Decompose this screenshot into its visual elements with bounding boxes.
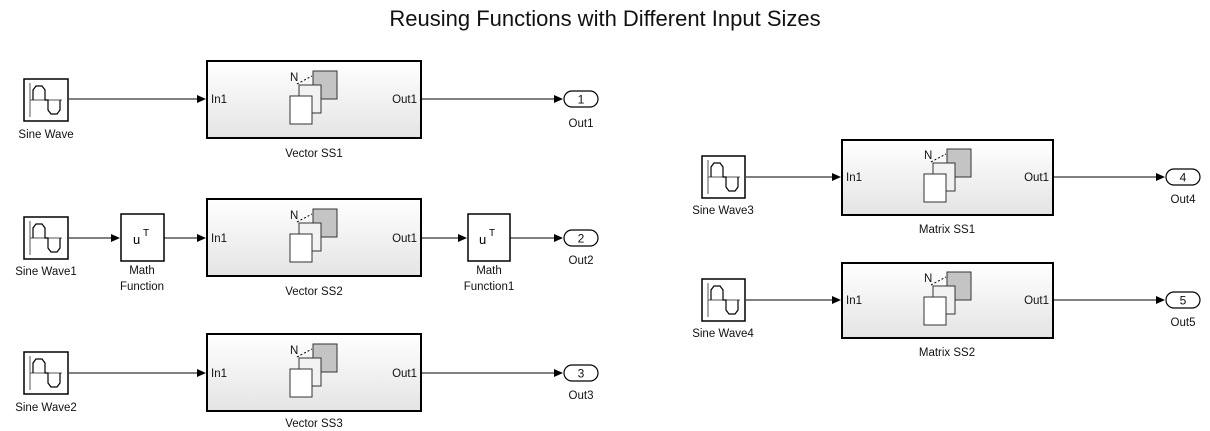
iterator-label: N bbox=[924, 273, 932, 285]
outport-block[interactable]: 4 bbox=[1165, 168, 1201, 186]
signal-line[interactable] bbox=[164, 234, 206, 242]
math-function-label: Math bbox=[129, 265, 155, 277]
sine-wave-icon bbox=[707, 160, 740, 194]
subsystem-block[interactable]: In1 Out1 N bbox=[206, 333, 422, 412]
math-symbol: u bbox=[479, 232, 486, 247]
signal-line[interactable] bbox=[422, 369, 563, 377]
outport-label: Out3 bbox=[569, 390, 594, 402]
inport-label: In1 bbox=[846, 172, 862, 184]
outport-label: Out1 bbox=[392, 368, 417, 380]
outport-number: 3 bbox=[578, 367, 585, 381]
outport-label: Out4 bbox=[1171, 194, 1197, 206]
subsystem-label: Matrix SS1 bbox=[919, 224, 975, 236]
sine-wave-icon bbox=[29, 221, 62, 255]
signal-line[interactable] bbox=[69, 369, 206, 377]
inport-label: In1 bbox=[211, 94, 227, 106]
for-each-icon: N bbox=[923, 271, 972, 326]
inport-label: In1 bbox=[211, 368, 227, 380]
sine-wave-icon bbox=[707, 283, 740, 317]
sine-wave-block[interactable] bbox=[701, 155, 746, 199]
source-label: Sine Wave1 bbox=[15, 266, 77, 278]
source-label: Sine Wave3 bbox=[692, 205, 754, 217]
outport-number: 2 bbox=[578, 232, 585, 246]
math-function-label: Function bbox=[120, 281, 164, 293]
sine-wave-block[interactable] bbox=[23, 78, 69, 122]
iterator-label: N bbox=[924, 150, 932, 162]
outport-number: 1 bbox=[578, 93, 585, 107]
iterator-label: N bbox=[290, 345, 298, 357]
sine-wave-icon bbox=[29, 83, 62, 117]
sine-wave-block[interactable] bbox=[23, 351, 69, 395]
subsystem-block[interactable]: In1 Out1 N bbox=[841, 139, 1054, 216]
signal-line[interactable] bbox=[746, 296, 841, 304]
for-each-icon: N bbox=[289, 208, 338, 263]
math-symbol: u bbox=[133, 232, 140, 247]
outport-block[interactable]: 5 bbox=[1165, 291, 1201, 309]
sine-wave-icon bbox=[29, 356, 62, 390]
signal-line[interactable] bbox=[69, 95, 206, 103]
source-label: Sine Wave bbox=[18, 129, 73, 141]
outport-number: 4 bbox=[1180, 171, 1187, 185]
outport-label: Out1 bbox=[1024, 172, 1049, 184]
subsystem-block[interactable]: In1 Out1 N bbox=[841, 262, 1054, 339]
outport-block[interactable]: 2 bbox=[563, 229, 599, 247]
signal-line[interactable] bbox=[422, 234, 467, 242]
signal-line[interactable] bbox=[746, 173, 841, 181]
inport-label: In1 bbox=[846, 295, 862, 307]
for-each-icon: N bbox=[289, 70, 338, 125]
signal-line[interactable] bbox=[1054, 296, 1165, 304]
math-function-label: Math bbox=[476, 265, 502, 277]
subsystem-label: Matrix SS2 bbox=[919, 347, 975, 359]
math-function-block[interactable]: u T bbox=[467, 213, 511, 262]
signal-line[interactable] bbox=[1054, 173, 1165, 181]
source-label: Sine Wave4 bbox=[692, 328, 754, 340]
outport-number: 5 bbox=[1180, 294, 1187, 308]
outport-label: Out1 bbox=[1024, 295, 1049, 307]
subsystem-block[interactable]: In1 Out1 N bbox=[206, 60, 422, 139]
math-superscript: T bbox=[489, 228, 495, 239]
signal-line[interactable] bbox=[510, 234, 563, 242]
inport-label: In1 bbox=[211, 233, 227, 245]
math-function-label: Function1 bbox=[464, 281, 515, 293]
outport-label: Out1 bbox=[569, 118, 594, 130]
subsystem-label: Vector SS2 bbox=[285, 286, 343, 298]
math-superscript: T bbox=[143, 228, 149, 239]
outport-label: Out5 bbox=[1171, 317, 1196, 329]
iterator-label: N bbox=[290, 210, 298, 222]
outport-label: Out2 bbox=[569, 255, 594, 267]
outport-block[interactable]: 3 bbox=[563, 364, 599, 382]
subsystem-label: Vector SS3 bbox=[285, 418, 343, 430]
math-function-block[interactable]: u T bbox=[120, 213, 165, 262]
subsystem-label: Vector SS1 bbox=[285, 148, 343, 160]
signal-line[interactable] bbox=[69, 234, 120, 242]
sine-wave-block[interactable] bbox=[23, 216, 69, 260]
source-label: Sine Wave2 bbox=[15, 402, 77, 414]
outport-label: Out1 bbox=[392, 233, 417, 245]
for-each-icon: N bbox=[923, 148, 972, 203]
sine-wave-block[interactable] bbox=[701, 278, 746, 322]
subsystem-block[interactable]: In1 Out1 N bbox=[206, 198, 422, 277]
outport-block[interactable]: 1 bbox=[563, 90, 599, 108]
signal-line[interactable] bbox=[422, 95, 563, 103]
for-each-icon: N bbox=[289, 343, 338, 398]
diagram-title: Reusing Functions with Different Input S… bbox=[389, 6, 821, 31]
outport-label: Out1 bbox=[392, 94, 417, 106]
iterator-label: N bbox=[290, 72, 298, 84]
